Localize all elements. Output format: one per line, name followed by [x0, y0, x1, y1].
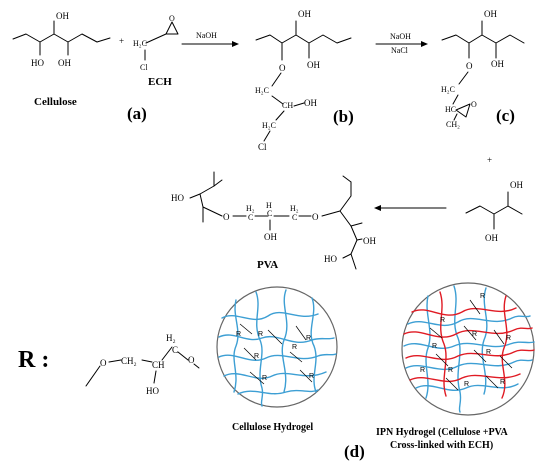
c-oh-1: OH — [484, 9, 497, 19]
pva-o-right: O — [312, 212, 319, 222]
r-ch: CH — [152, 360, 165, 370]
cellulose-label: Cellulose — [34, 96, 77, 108]
reaction-arrow-3 — [374, 205, 447, 211]
pva-label: PVA — [257, 259, 278, 271]
panel-c-label: (c) — [496, 106, 515, 125]
c-ch2: CH₂ — [446, 120, 460, 129]
pva-c-left: C — [248, 213, 253, 222]
plus-sign-2: + — [487, 155, 492, 165]
pva-oh-mid: OH — [264, 232, 277, 242]
b-h2c-2: H₂C — [262, 121, 276, 130]
c-hc: HC — [445, 105, 456, 114]
r-group: R : O CH₂ CH HO H₂ C O — [18, 333, 200, 396]
r-ho: HO — [146, 386, 159, 396]
cellulose-structure: OH OH HO Cellulose — [12, 11, 111, 108]
pva-right-oh: OH — [363, 236, 376, 246]
pva-left-oh: HO — [171, 193, 184, 203]
plus-sign-1: + — [119, 36, 124, 46]
ipn-hydrogel: R R R R R R R R R R — [401, 282, 535, 416]
pva-unit-oh-2: OH — [485, 233, 498, 243]
pva-c-right: C — [292, 213, 297, 222]
arrow-2-nacl: NaCl — [391, 46, 409, 55]
pva-unit-oh: OH — [510, 180, 523, 190]
r-c: C — [172, 345, 178, 355]
panel-d-label: (d) — [344, 442, 365, 461]
b-oh-2: OH — [307, 60, 320, 70]
cellulose-oh-1: OH — [56, 11, 69, 21]
pva-right-ho: HO — [324, 254, 337, 264]
ipn-r-3: R — [472, 331, 477, 338]
intermediate-c: OH OH O H₂C HC O CH₂ (c) — [441, 9, 525, 129]
c-oh-2: OH — [491, 59, 504, 69]
cellulose-ho: HO — [31, 58, 44, 68]
pva-product: HO O H₂ C C H OH H₂ C O OH HO PVA — [171, 171, 376, 271]
ipn-r-9: R — [506, 335, 511, 342]
ipn-r-6: R — [448, 367, 453, 374]
cellulose-hydrogel-caption: Cellulose Hydrogel — [232, 422, 313, 433]
b-oh-1: OH — [298, 9, 311, 19]
reaction-arrow-2: NaOH NaCl — [375, 32, 428, 55]
cellulose-hydrogel-r-7: R — [309, 373, 314, 380]
pva-h-mid: H — [266, 201, 272, 210]
panel-b-label: (b) — [333, 107, 354, 126]
ipn-r-5: R — [486, 349, 491, 356]
b-o: O — [279, 63, 286, 73]
arrow-1-naoh: NaOH — [196, 31, 217, 40]
intermediate-b: OH OH O H₂C CH OH H₂C Cl (b) — [255, 9, 354, 152]
b-cl: Cl — [258, 142, 267, 152]
ipn-caption-line1: IPN Hydrogel (Cellulose +PVA — [376, 427, 508, 438]
cellulose-hydrogel: R R R R R R R — [216, 286, 338, 408]
r-label: R : — [18, 347, 49, 373]
r-h2: H₂ — [166, 333, 176, 343]
ipn-hydrogel-circle — [401, 282, 535, 416]
panel-a-label: (a) — [127, 104, 147, 123]
reaction-arrow-1: NaOH — [181, 31, 239, 47]
cellulose-hydrogel-r-6: R — [236, 331, 241, 338]
c-o: O — [466, 61, 473, 71]
cellulose-hydrogel-r-3: R — [254, 353, 259, 360]
pva-h2-right: H₂ — [290, 204, 299, 213]
cellulose-hydrogel-r-2: R — [292, 344, 297, 351]
r-o-left: O — [100, 358, 107, 368]
cellulose-hydrogel-r-4: R — [306, 335, 311, 342]
c-h2c: H₂C — [441, 85, 455, 94]
b-oh-3: OH — [304, 98, 317, 108]
b-ch: CH — [282, 101, 293, 110]
cellulose-hydrogel-r-1: R — [258, 331, 263, 338]
ech-cl: Cl — [140, 63, 148, 72]
arrow-2-naoh: NaOH — [390, 32, 411, 41]
cellulose-hydrogel-r-5: R — [262, 375, 267, 382]
ipn-r-7: R — [500, 379, 505, 386]
ipn-r-10: R — [420, 367, 425, 374]
c-epoxide-o: O — [471, 100, 477, 109]
ipn-r-1: R — [480, 293, 485, 300]
b-h2c-1: H₂C — [255, 86, 269, 95]
ipn-r-8: R — [464, 381, 469, 388]
ech-h2c: H₂C — [133, 39, 147, 48]
ech-structure: H₂C Cl O ECH — [133, 14, 179, 88]
r-ch2: CH₂ — [121, 356, 137, 366]
pva-h2-left: H₂ — [246, 204, 255, 213]
pva-c-mid: C — [267, 209, 272, 218]
pva-unit: OH OH — [465, 180, 523, 243]
ipn-caption-line2: Cross-linked with ECH) — [390, 440, 493, 451]
r-o-right: O — [188, 355, 195, 365]
pva-o-left: O — [223, 212, 230, 222]
cellulose-oh-2: OH — [58, 58, 71, 68]
ipn-r-4: R — [432, 343, 437, 350]
ech-o: O — [169, 14, 175, 23]
ipn-r-2: R — [440, 317, 445, 324]
ech-label: ECH — [148, 76, 172, 88]
